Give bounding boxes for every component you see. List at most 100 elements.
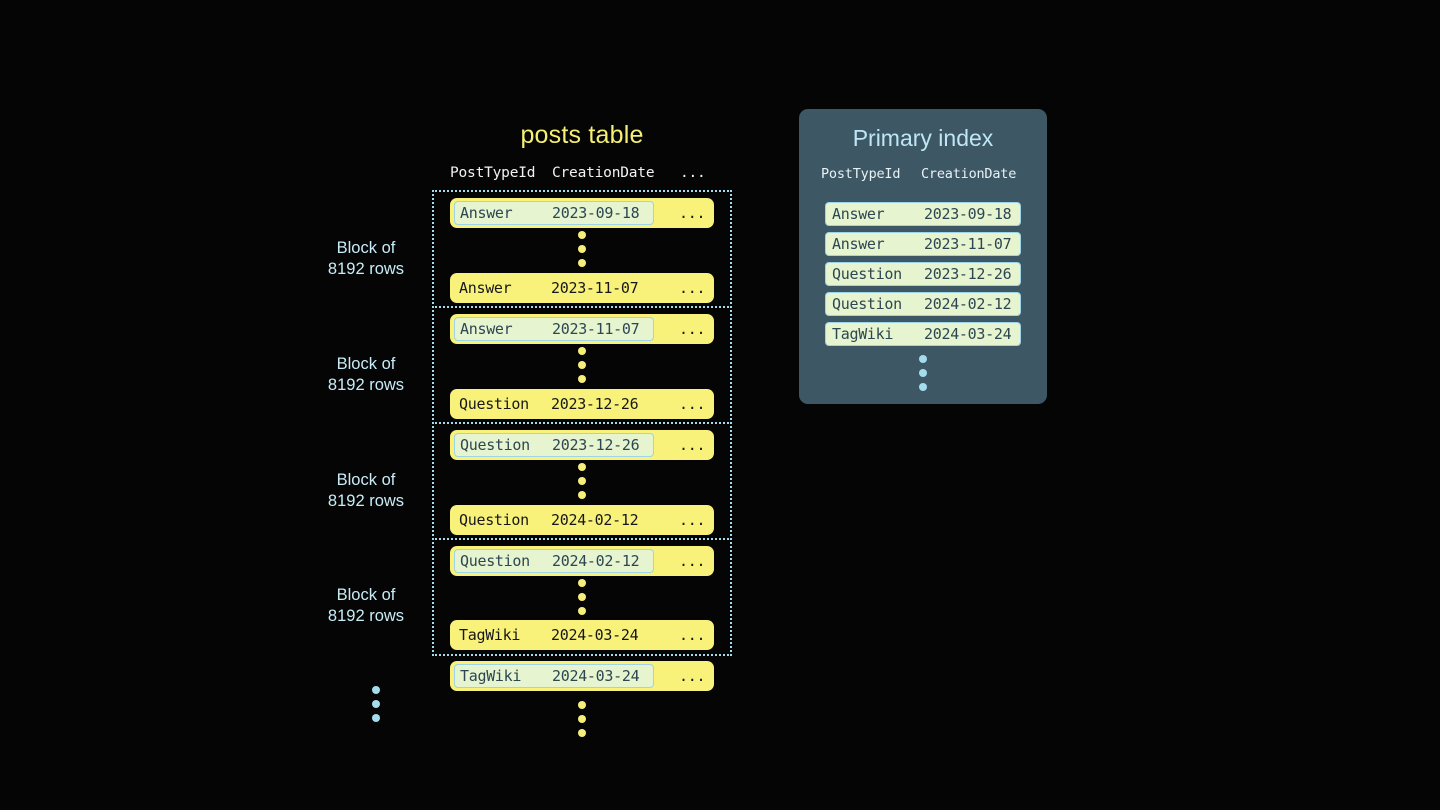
row-highlight-box [454, 201, 654, 225]
row-highlight-box [454, 317, 654, 341]
table-row[interactable]: Question 2023-12-26 ... [450, 430, 714, 460]
block-label-1: Block of 8192 rows [300, 238, 432, 280]
table-row[interactable]: Question 2024-02-12 ... [450, 505, 714, 535]
block-label-1-line2: 8192 rows [327, 260, 405, 278]
cell-posttypeid: Question [460, 552, 530, 570]
column-header-creationdate: CreationDate [552, 165, 655, 181]
blocks-ellipsis-vertical [371, 686, 381, 722]
index-cell-posttypeid: TagWiki [832, 325, 894, 343]
index-cell-creationdate: 2024-02-12 [924, 295, 1012, 313]
row-ellipsis-vertical [577, 579, 587, 615]
cell-creationdate: 2024-02-12 [551, 511, 639, 529]
cell-creationdate: 2023-11-07 [552, 320, 640, 338]
primary-index-panel: Primary index PostTypeId CreationDate An… [799, 109, 1047, 404]
dot [578, 375, 586, 383]
dot [578, 607, 586, 615]
block-label-4-line1: Block of [336, 586, 396, 604]
index-cell-posttypeid: Question [832, 295, 902, 313]
dot [919, 369, 927, 377]
cell-posttypeid: TagWiki [459, 626, 521, 644]
dot [578, 361, 586, 369]
index-cell-creationdate: 2023-12-26 [924, 265, 1012, 283]
cell-creationdate: 2023-11-07 [551, 279, 639, 297]
dot [578, 231, 586, 239]
index-row[interactable]: Answer 2023-09-18 [825, 202, 1021, 226]
cell-creationdate: 2023-12-26 [551, 395, 639, 413]
dot [919, 355, 927, 363]
cell-posttypeid: Question [460, 436, 530, 454]
cell-ellipsis: ... [679, 279, 706, 297]
cell-posttypeid: Answer [459, 279, 512, 297]
index-cell-posttypeid: Answer [832, 205, 885, 223]
cell-ellipsis: ... [679, 436, 706, 454]
table-row[interactable]: TagWiki 2024-03-24 ... [450, 620, 714, 650]
dot [372, 686, 380, 694]
index-cell-creationdate: 2024-03-24 [924, 325, 1012, 343]
dot [578, 477, 586, 485]
row-ellipsis-vertical [577, 347, 587, 383]
block-label-2-line2: 8192 rows [327, 376, 405, 394]
block-boundary-4 [432, 538, 732, 656]
block-label-2-line1: Block of [336, 355, 396, 373]
cell-ellipsis: ... [679, 395, 706, 413]
index-row[interactable]: TagWiki 2024-03-24 [825, 322, 1021, 346]
dot [372, 700, 380, 708]
dot [578, 259, 586, 267]
index-row[interactable]: Question 2024-02-12 [825, 292, 1021, 316]
table-row[interactable]: Answer 2023-11-07 ... [450, 314, 714, 344]
cell-posttypeid: TagWiki [460, 667, 522, 685]
index-column-header-posttypeid: PostTypeId [821, 166, 901, 182]
dot [919, 383, 927, 391]
index-row[interactable]: Answer 2023-11-07 [825, 232, 1021, 256]
table-row[interactable]: Answer 2023-11-07 ... [450, 273, 714, 303]
block-label-4: Block of 8192 rows [300, 585, 432, 627]
row-ellipsis-vertical [577, 231, 587, 267]
table-row[interactable]: TagWiki 2024-03-24 ... [450, 661, 714, 691]
block-label-3-line2: 8192 rows [327, 492, 405, 510]
row-highlight-box [454, 549, 654, 573]
cell-creationdate: 2024-03-24 [552, 667, 640, 685]
table-row[interactable]: Question 2024-02-12 ... [450, 546, 714, 576]
block-label-1-line1: Block of [336, 239, 396, 257]
dot [578, 347, 586, 355]
dot [578, 593, 586, 601]
dot [578, 245, 586, 253]
block-label-4-line2: 8192 rows [327, 607, 405, 625]
cell-creationdate: 2023-12-26 [552, 436, 640, 454]
row-highlight-box [454, 433, 654, 457]
block-label-3: Block of 8192 rows [300, 470, 432, 512]
cell-creationdate: 2023-09-18 [552, 204, 640, 222]
column-header-posttypeid: PostTypeId [450, 165, 536, 181]
index-ellipsis-vertical [918, 355, 928, 391]
primary-index-column-headers: PostTypeId CreationDate [799, 166, 1047, 186]
table-row[interactable]: Question 2023-12-26 ... [450, 389, 714, 419]
table-row[interactable]: Answer 2023-09-18 ... [450, 198, 714, 228]
index-cell-creationdate: 2023-09-18 [924, 205, 1012, 223]
cell-ellipsis: ... [679, 204, 706, 222]
index-cell-posttypeid: Answer [832, 235, 885, 253]
cell-ellipsis: ... [679, 626, 706, 644]
dot [578, 715, 586, 723]
cell-posttypeid: Answer [460, 204, 513, 222]
primary-index-title: Primary index [852, 125, 994, 151]
row-highlight-box [454, 664, 654, 688]
dot [578, 701, 586, 709]
posts-table-title: posts table [520, 121, 644, 149]
row-ellipsis-vertical [577, 463, 587, 499]
cell-creationdate: 2024-02-12 [552, 552, 640, 570]
index-row[interactable]: Question 2023-12-26 [825, 262, 1021, 286]
dot [578, 579, 586, 587]
index-cell-posttypeid: Question [832, 265, 902, 283]
cell-posttypeid: Question [459, 511, 529, 529]
cell-ellipsis: ... [679, 552, 706, 570]
cell-ellipsis: ... [679, 667, 706, 685]
cell-posttypeid: Question [459, 395, 529, 413]
dot [372, 714, 380, 722]
cell-posttypeid: Answer [460, 320, 513, 338]
dot [578, 463, 586, 471]
dot [578, 491, 586, 499]
block-label-2: Block of 8192 rows [300, 354, 432, 396]
block-label-3-line1: Block of [336, 471, 396, 489]
index-cell-creationdate: 2023-11-07 [924, 235, 1012, 253]
